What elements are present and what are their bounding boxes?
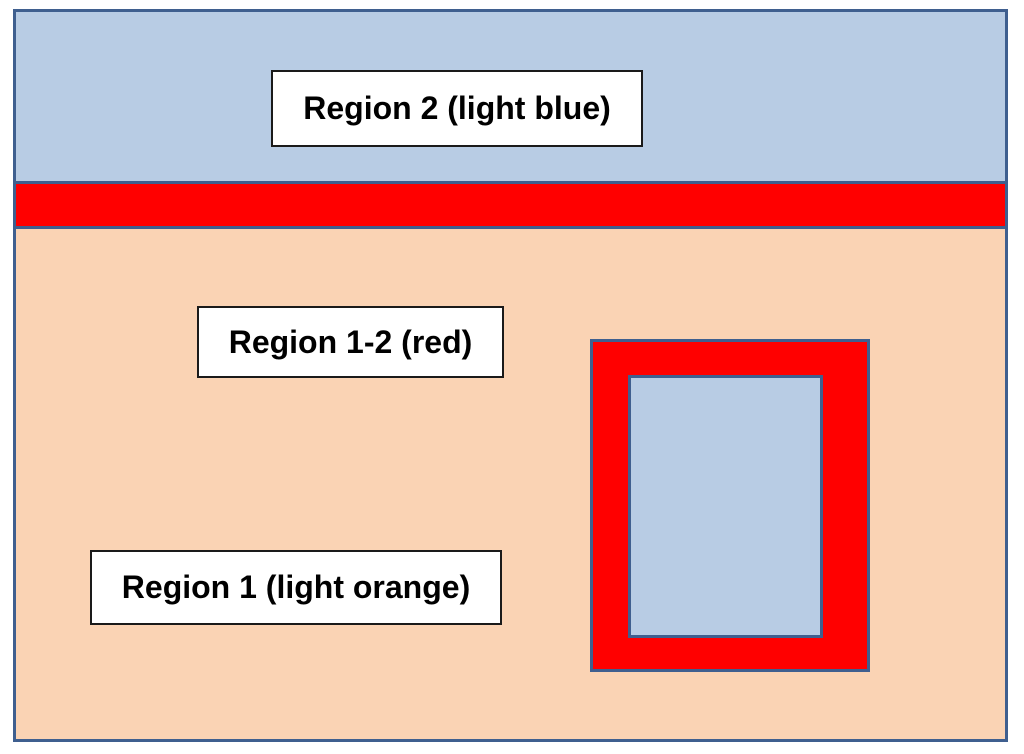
region-1-2-label: Region 1-2 (red): [197, 306, 504, 378]
region-1-label: Region 1 (light orange): [90, 550, 502, 625]
region-2-label: Region 2 (light blue): [271, 70, 643, 147]
region-2-inner-area: [628, 375, 823, 638]
region-1-2-band: [13, 181, 1008, 229]
